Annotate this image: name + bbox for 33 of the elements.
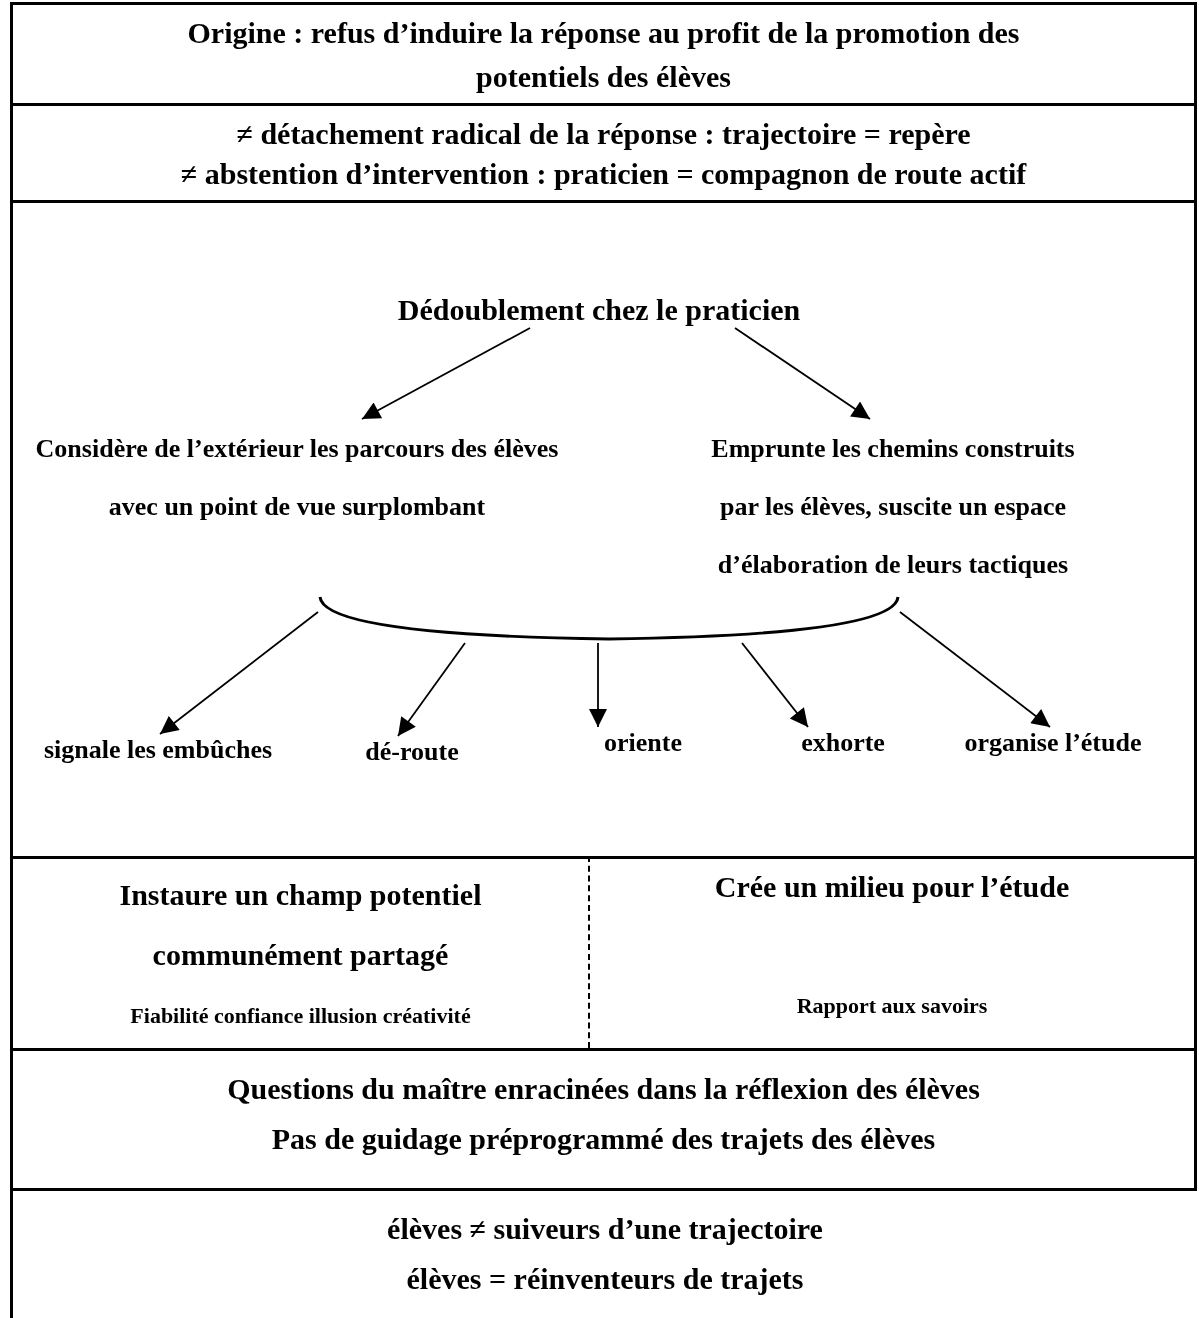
table-row [10, 1048, 1197, 1188]
row-text: Pas de guidage préprogrammé des trajets des élèves [271, 1121, 936, 1157]
row-text: Fiabilité confiance illusion créativité [130, 1002, 471, 1030]
row-text: élèves = réinventeurs de trajets [406, 1261, 804, 1297]
table-row [588, 856, 1197, 1048]
arrow [159, 611, 319, 735]
node-text: exhorte [801, 728, 885, 758]
table-row [10, 1188, 1197, 1318]
row-text: Questions du maître enracinées dans la réflexion des élèves [227, 1071, 980, 1107]
node-text: Emprunte les chemins construits par les élèves, suscite un espace d’élaboration de leurs tactiques [693, 420, 1093, 594]
curly-brace [318, 595, 900, 643]
row-text: ≠ abstention d’intervention : praticien = compagnon de route actif [180, 156, 1027, 192]
row-text: Origine : refus d’induire la réponse au profit de la promotion des potentiels des élèves [186, 15, 1021, 95]
row-text: élèves ≠ suiveurs d’une trajectoire [387, 1211, 823, 1247]
row-text: Instaure un champ potentiel communément partagé [118, 877, 483, 973]
row-text: Rapport aux savoirs [796, 992, 988, 1020]
section-heading: Dédoublement chez le praticien [397, 292, 801, 328]
arrow [397, 642, 466, 737]
arrow [899, 611, 1051, 728]
table-row [10, 856, 588, 1048]
table-row [10, 2, 1197, 103]
node-text: Considère de l’extérieur les parcours des élèves avec un point de vue surplombant [27, 420, 567, 536]
node-text: organise l’étude [964, 728, 1142, 758]
node-text: signale les embûches [43, 735, 273, 765]
row-text: Crée un milieu pour l’étude [714, 869, 1070, 905]
arrow [734, 327, 871, 420]
arrow [589, 642, 607, 728]
arrow [741, 642, 809, 728]
node-text: dé-route [365, 737, 459, 767]
arrow [361, 327, 531, 420]
table-row [10, 103, 1197, 200]
node-text: oriente [604, 728, 682, 758]
row-text: ≠ détachement radical de la réponse : trajectoire = repère [236, 116, 971, 152]
